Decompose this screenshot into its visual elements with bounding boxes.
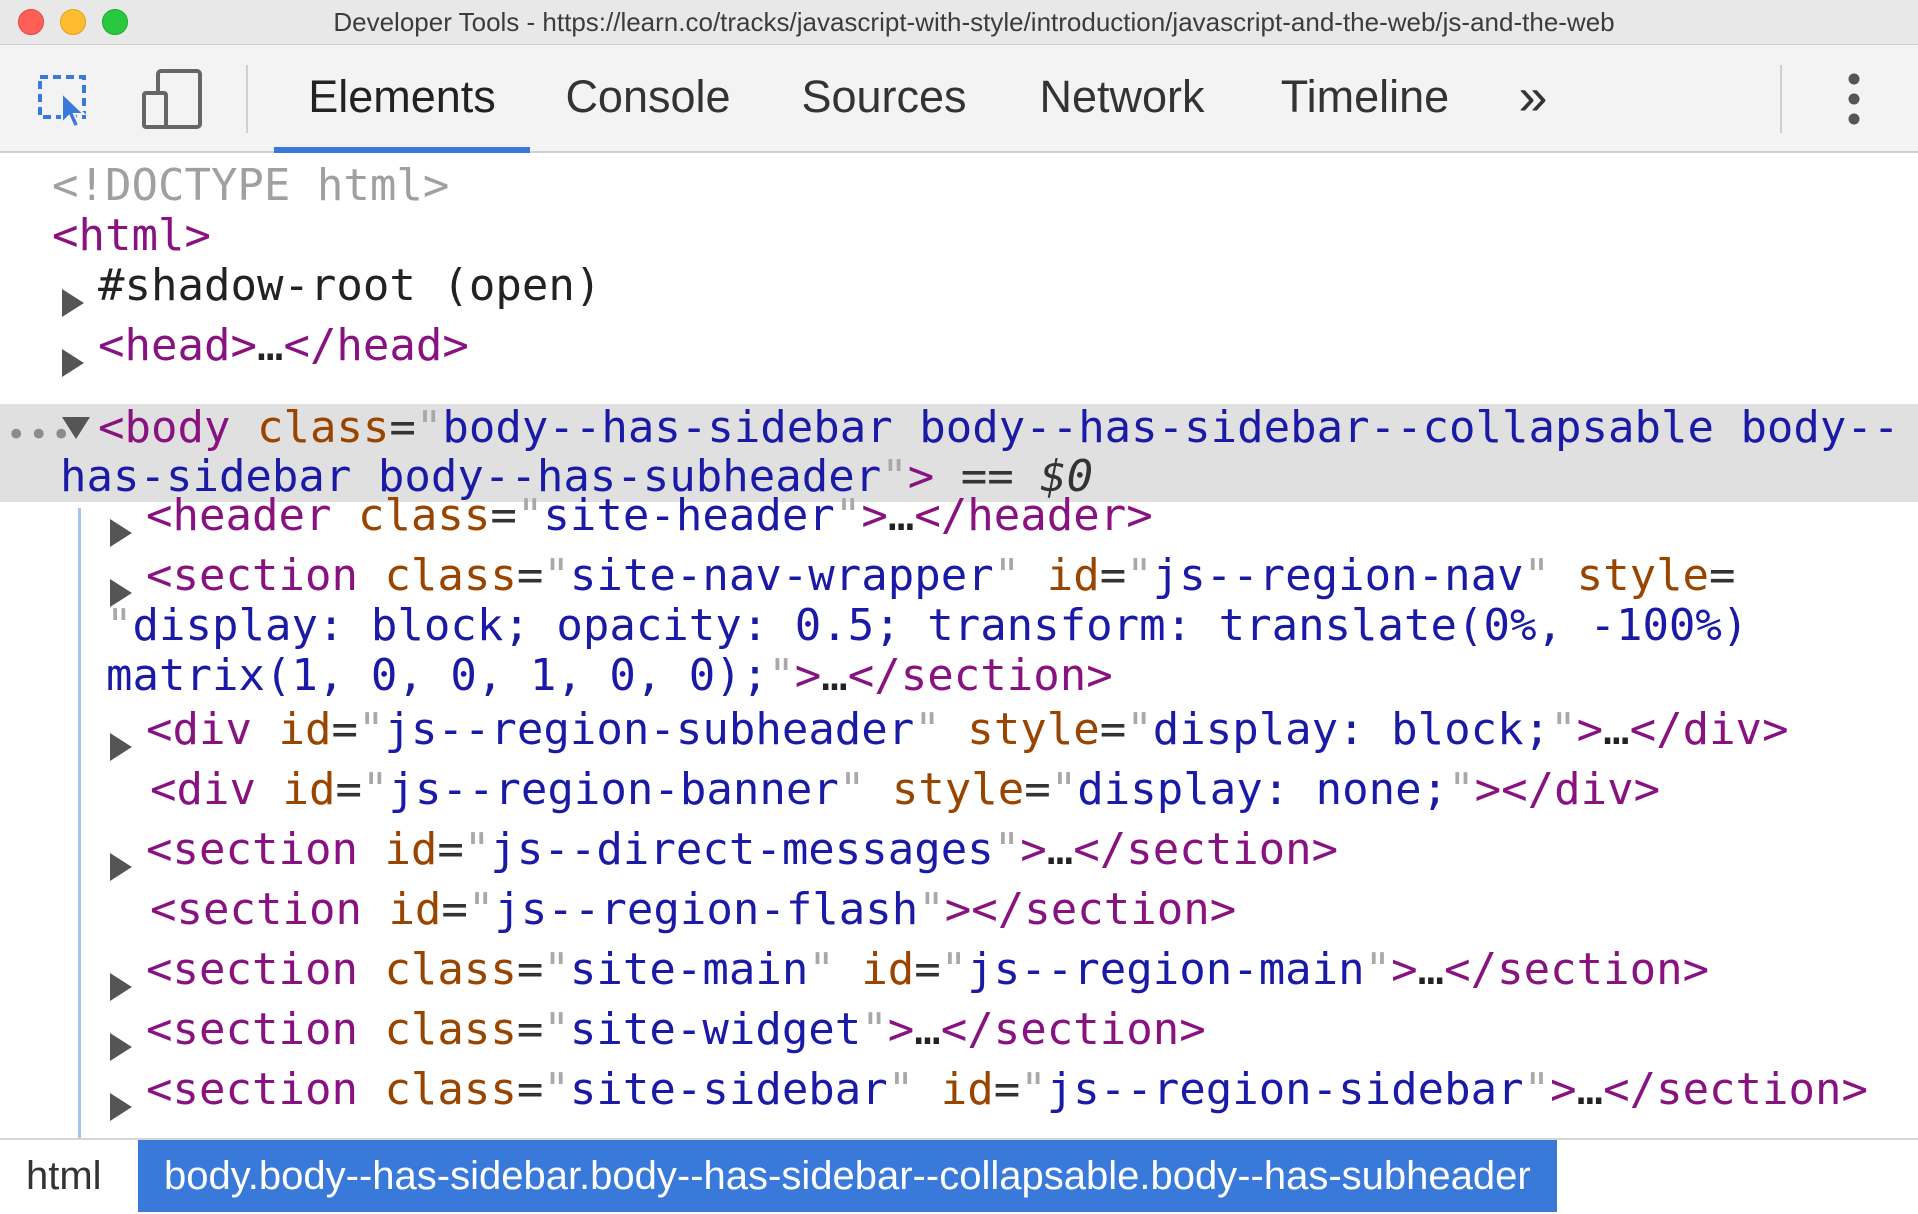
body-class-value-continued: has-sidebar body--has-subheader (60, 451, 882, 502)
collapsed-ellipsis: … (256, 320, 284, 371)
shadow-root-node[interactable]: #shadow-root (open) (98, 260, 602, 311)
doctype-node[interactable]: <!DOCTYPE html> (52, 160, 450, 211)
expand-triangle-icon[interactable] (110, 973, 132, 1001)
tab-network[interactable]: Network (1039, 71, 1205, 122)
device-toolbar-icon[interactable] (140, 67, 204, 131)
expand-triangle-icon[interactable] (110, 1033, 132, 1061)
selected-node-highlight (0, 404, 1918, 502)
head-node[interactable]: <head>…</head> (98, 321, 469, 371)
breadcrumb: html body.body--has-sidebar.body--has-si… (0, 1138, 1918, 1214)
site-sidebar-node[interactable]: <section class="site-sidebar" id="js--re… (146, 1064, 1869, 1115)
expand-triangle-icon[interactable] (110, 733, 132, 761)
region-subheader-node[interactable]: <div id="js--region-subheader" style="di… (146, 704, 1789, 755)
head-close-tag: </head> (283, 320, 469, 371)
body-class-value: body--has-sidebar body--has-sidebar--col… (442, 402, 1900, 453)
collapse-triangle-icon[interactable] (62, 417, 90, 439)
minimize-window-button[interactable] (60, 9, 86, 35)
selected-node-marker: == $0 (960, 451, 1094, 502)
window-titlebar: Developer Tools - https://learn.co/track… (0, 0, 1918, 45)
direct-messages-node[interactable]: <section id="js--direct-messages">…</sec… (146, 824, 1339, 875)
devtools-toolbar: Elements Console Sources Network Timelin… (0, 45, 1918, 153)
window-controls (18, 9, 128, 35)
expand-triangle-icon[interactable] (110, 1093, 132, 1121)
dom-tree: ••• <!DOCTYPE html> <html> #shadow-root … (0, 153, 1918, 1138)
site-nav-wrapper-node-continued[interactable]: matrix(1, 0, 0, 1, 0, 0);">…</section> (106, 650, 1113, 701)
expand-triangle-icon[interactable] (110, 579, 132, 607)
inspect-element-icon[interactable] (32, 67, 96, 131)
body-tag-name: body (124, 402, 231, 453)
site-nav-wrapper-node[interactable]: <section class="site-nav-wrapper" id="js… (146, 550, 1736, 601)
tab-console[interactable]: Console (565, 71, 731, 122)
site-main-node[interactable]: <section class="site-main" id="js--regio… (146, 944, 1710, 995)
toolbar-divider (1780, 65, 1782, 133)
expand-triangle-icon[interactable] (110, 853, 132, 881)
expand-triangle-icon[interactable] (62, 289, 84, 317)
html-open-tag: <html> (52, 210, 211, 261)
body-node[interactable]: <body class="body--has-sidebar body--has… (98, 402, 1900, 453)
body-node-continued[interactable]: has-sidebar body--has-subheader"> == $0 (60, 451, 1094, 502)
node-actions-ellipsis[interactable]: ••• (6, 415, 74, 455)
kebab-menu-icon[interactable] (1822, 67, 1886, 131)
header-node[interactable]: <header class="site-header">…</header> (146, 490, 1153, 541)
tab-sources[interactable]: Sources (801, 71, 967, 122)
window-title: Developer Tools - https://learn.co/track… (333, 7, 1615, 37)
expand-triangle-icon[interactable] (62, 349, 84, 377)
site-widget-node[interactable]: <section class="site-widget">…</section> (146, 1004, 1206, 1055)
region-flash-node[interactable]: <section id="js--region-flash"></section… (150, 884, 1237, 935)
region-banner-node[interactable]: <div id="js--region-banner" style="displ… (150, 764, 1661, 815)
more-tabs-button[interactable]: » (1518, 68, 1548, 126)
maximize-window-button[interactable] (102, 9, 128, 35)
tab-timeline[interactable]: Timeline (1280, 71, 1450, 122)
breadcrumb-body[interactable]: body.body--has-sidebar.body--has-sidebar… (138, 1140, 1557, 1212)
close-window-button[interactable] (18, 9, 44, 35)
body-attr-name: class (256, 402, 390, 453)
html-node[interactable]: <html> (52, 211, 211, 261)
tab-elements[interactable]: Elements (274, 45, 530, 153)
indent-guide (78, 508, 81, 1138)
expand-triangle-icon[interactable] (110, 519, 132, 547)
breadcrumb-html[interactable]: html (26, 1154, 102, 1198)
head-open-tag: <head> (98, 320, 257, 371)
toolbar-divider (246, 65, 248, 133)
site-nav-wrapper-node-continued[interactable]: "display: block; opacity: 0.5; transform… (106, 600, 1749, 651)
